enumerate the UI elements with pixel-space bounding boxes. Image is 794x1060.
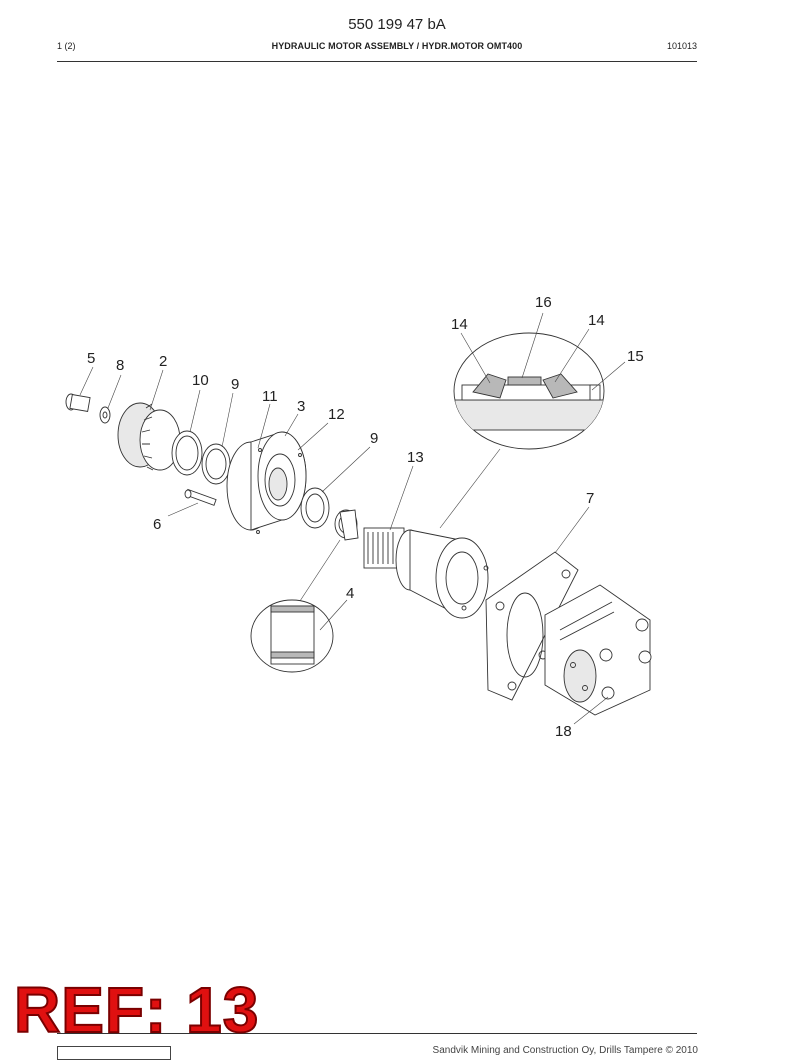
part-motor-body	[544, 584, 651, 716]
callout-12: 12	[328, 406, 345, 423]
callout-15: 15	[627, 348, 644, 365]
callout-5: 5	[87, 350, 95, 367]
footer-rule	[57, 1033, 697, 1034]
callout-18: 18	[555, 723, 572, 740]
part-bolt	[65, 393, 91, 412]
callout-14-left: 14	[451, 316, 468, 333]
callout-16: 16	[535, 294, 552, 311]
part-retaining-ring	[171, 430, 203, 476]
part-seal-left	[201, 443, 231, 485]
page-count: 1 (2)	[57, 41, 76, 51]
part-washer	[99, 406, 111, 424]
document-title: HYDRAULIC MOTOR ASSEMBLY / HYDR.MOTOR OM…	[271, 41, 523, 51]
callout-7: 7	[586, 490, 594, 507]
sandvik-logo	[57, 1046, 171, 1060]
leader-lines	[79, 312, 626, 725]
part-seal-right	[300, 487, 330, 529]
callout-10: 10	[192, 372, 209, 389]
callout-6: 6	[153, 516, 161, 533]
footer-copyright: Sandvik Mining and Construction Oy, Dril…	[432, 1045, 698, 1056]
part-bushing	[334, 509, 359, 541]
header-rule	[57, 61, 697, 62]
bearing-detail-bubble	[439, 332, 605, 529]
reference-stamp: REF: 13	[13, 974, 260, 1046]
part-gear	[117, 402, 181, 471]
part-housing	[226, 431, 307, 534]
callout-8: 8	[116, 357, 124, 374]
callout-14-right: 14	[588, 312, 605, 329]
callout-9-left: 9	[231, 376, 239, 393]
callout-9-right: 9	[370, 430, 378, 447]
callout-2: 2	[159, 353, 167, 370]
callout-11: 11	[262, 388, 278, 405]
callout-4: 4	[346, 585, 354, 602]
callout-13: 13	[407, 449, 424, 466]
document-number: 550 199 47 bA	[348, 16, 446, 33]
bushing-detail-bubble	[250, 539, 341, 673]
part-bolts	[599, 618, 652, 700]
document-code: 101013	[666, 41, 697, 51]
part-screw	[184, 488, 217, 506]
callout-3: 3	[297, 398, 305, 415]
part-hydraulic-motor	[363, 527, 489, 619]
